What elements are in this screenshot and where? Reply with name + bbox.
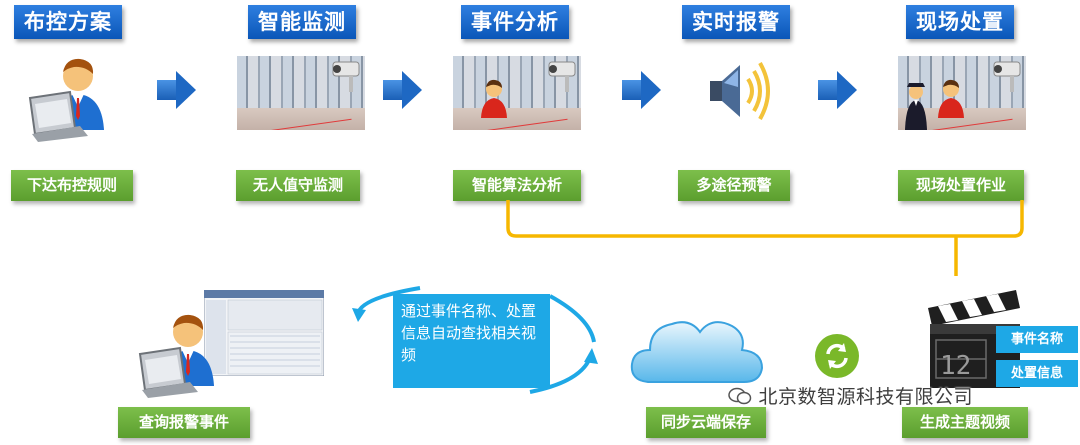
- step-label-plan: 下达布控规则: [11, 170, 133, 201]
- label-query-alarm-event: 查询报警事件: [118, 407, 250, 438]
- label-sync-cloud-save: 同步云端保存: [646, 407, 766, 438]
- person-red-icon: [481, 79, 507, 118]
- step-label-alarm: 多途径预警: [678, 170, 790, 201]
- cloud-icon: [630, 321, 764, 383]
- search-callout-box: 通过事件名称、处置信息自动查找相关视频: [393, 294, 550, 388]
- tag-disposal-info: 处置信息: [996, 360, 1078, 387]
- step-label-monitor: 无人值守监测: [236, 170, 360, 201]
- warehouse-camera-image-3: [898, 56, 1026, 130]
- yellow-bracket-connector: [506, 200, 1024, 276]
- user-laptop-icon: [138, 314, 214, 398]
- step-title-plan: 布控方案: [14, 5, 122, 39]
- step-title-analysis: 事件分析: [461, 5, 569, 39]
- wechat-icon: [728, 387, 752, 405]
- tag-event-name: 事件名称: [996, 326, 1078, 353]
- person-red-icon: [938, 79, 964, 118]
- step-title-alarm: 实时报警: [682, 5, 790, 39]
- speaker-alarm-icon: [710, 62, 770, 120]
- sync-icon: [815, 334, 859, 378]
- watermark-company-name: 北京数智源科技有限公司: [758, 386, 974, 408]
- step-title-onsite: 现场处置: [906, 5, 1014, 39]
- security-guard-icon: [905, 83, 927, 130]
- watermark-text: 北京数智源科技有限公司: [728, 382, 973, 409]
- step-label-onsite: 现场处置作业: [898, 170, 1024, 201]
- user-laptop-icon: [28, 58, 104, 142]
- cycle-arrows-icon: [352, 286, 598, 394]
- warehouse-camera-image-2: [453, 56, 581, 130]
- step-title-monitor: 智能监测: [248, 5, 356, 39]
- step-label-analysis: 智能算法分析: [453, 170, 581, 201]
- clapper-number: 12: [940, 351, 971, 381]
- warehouse-camera-image-1: [237, 56, 365, 130]
- monitoring-software-screenshot: [204, 290, 324, 376]
- label-generate-topic-video: 生成主题视频: [902, 407, 1028, 438]
